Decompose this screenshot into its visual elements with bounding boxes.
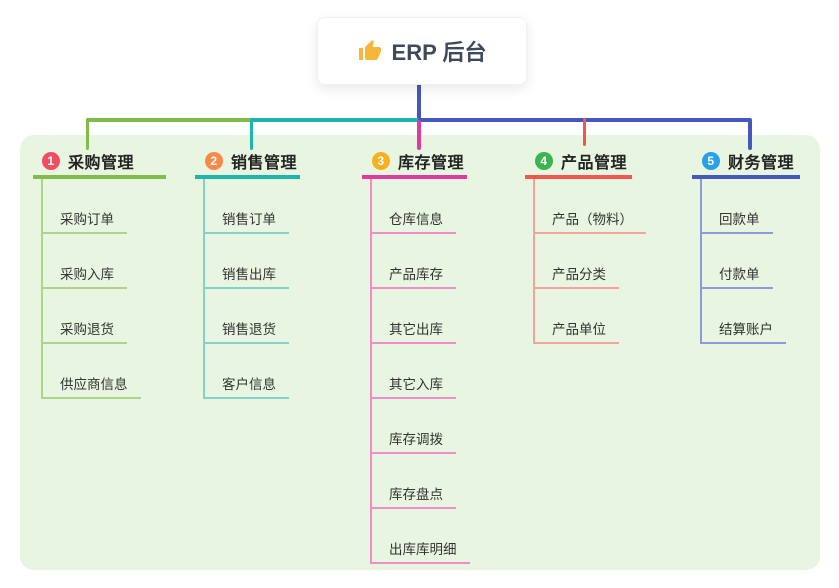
mindmap-node[interactable]: 其它出库 — [372, 289, 456, 344]
connector-root-drop — [417, 82, 421, 120]
connector-drop-product — [583, 118, 586, 146]
badge-3-icon: 3 — [372, 151, 390, 170]
branch-title: 产品管理 — [561, 154, 628, 172]
mindmap-node[interactable]: 采购入库 — [43, 234, 127, 289]
branch-title: 库存管理 — [398, 154, 465, 172]
branch-title: 销售管理 — [231, 154, 298, 172]
branches-panel — [20, 135, 820, 570]
connector-drop-finance — [748, 118, 752, 150]
branch-children: 产品（物料） 产品分类 产品单位 — [533, 179, 646, 344]
branch-children: 销售订单 销售出库 销售退货 客户信息 — [203, 179, 300, 399]
branch-header[interactable]: 5 财务管理 — [692, 150, 800, 179]
mindmap-node[interactable]: 结算账户 — [702, 289, 786, 344]
branch-header[interactable]: 2 销售管理 — [195, 150, 300, 179]
badge-2-icon: 2 — [205, 151, 223, 170]
connector-spine-green — [86, 118, 252, 122]
root-title: ERP 后台 — [391, 40, 487, 65]
mindmap-node[interactable]: 库存调拨 — [372, 399, 456, 454]
mindmap-node[interactable]: 客户信息 — [205, 344, 289, 399]
branch-header[interactable]: 3 库存管理 — [362, 150, 467, 179]
badge-1-icon: 1 — [42, 151, 60, 170]
root-node[interactable]: ERP 后台 — [317, 17, 527, 85]
branch-children: 仓库信息 产品库存 其它出库 其它入库 库存调拨 库存盘点 出库库明细 — [370, 179, 470, 564]
mindmap-node[interactable]: 产品单位 — [535, 289, 619, 344]
mindmap-node[interactable]: 销售出库 — [205, 234, 289, 289]
branch-inventory-management: 3 库存管理 仓库信息 产品库存 其它出库 其它入库 库存调拨 库存盘点 出库库… — [362, 150, 470, 564]
branch-title: 采购管理 — [68, 154, 135, 172]
mindmap-node[interactable]: 销售退货 — [205, 289, 289, 344]
branch-sales-management: 2 销售管理 销售订单 销售出库 销售退货 客户信息 — [195, 150, 300, 399]
mindmap-node[interactable]: 采购订单 — [43, 179, 127, 234]
connector-spine-teal — [250, 118, 420, 122]
branch-children: 回款单 付款单 结算账户 — [700, 179, 800, 344]
badge-5-icon: 5 — [702, 151, 720, 170]
mindmap-node[interactable]: 销售订单 — [205, 179, 289, 234]
mindmap-node[interactable]: 产品（物料） — [535, 179, 646, 234]
mindmap-node[interactable]: 库存盘点 — [372, 454, 456, 509]
branch-header[interactable]: 1 采购管理 — [33, 150, 166, 179]
mindmap-node[interactable]: 产品库存 — [372, 234, 456, 289]
mindmap-node[interactable]: 仓库信息 — [372, 179, 456, 234]
mindmap-node[interactable]: 供应商信息 — [43, 344, 141, 399]
mindmap-node[interactable]: 其它入库 — [372, 344, 456, 399]
mindmap-node[interactable]: 采购退货 — [43, 289, 127, 344]
mindmap-node[interactable]: 回款单 — [702, 179, 773, 234]
mindmap-node[interactable]: 出库库明细 — [372, 509, 470, 564]
thumbs-up-icon — [358, 40, 381, 60]
branch-finance-management: 5 财务管理 回款单 付款单 结算账户 — [692, 150, 800, 344]
mindmap-node[interactable]: 付款单 — [702, 234, 773, 289]
branch-product-management: 4 产品管理 产品（物料） 产品分类 产品单位 — [525, 150, 646, 344]
connector-drop-purchase — [86, 118, 89, 150]
badge-4-icon: 4 — [535, 151, 553, 170]
branch-purchase-management: 1 采购管理 采购订单 采购入库 采购退货 供应商信息 — [33, 150, 166, 399]
branch-children: 采购订单 采购入库 采购退货 供应商信息 — [41, 179, 166, 399]
mindmap-node[interactable]: 产品分类 — [535, 234, 619, 289]
connector-drop-inventory — [417, 120, 421, 150]
branch-header[interactable]: 4 产品管理 — [525, 150, 632, 179]
branch-title: 财务管理 — [728, 154, 795, 172]
connector-drop-sales — [250, 118, 253, 150]
